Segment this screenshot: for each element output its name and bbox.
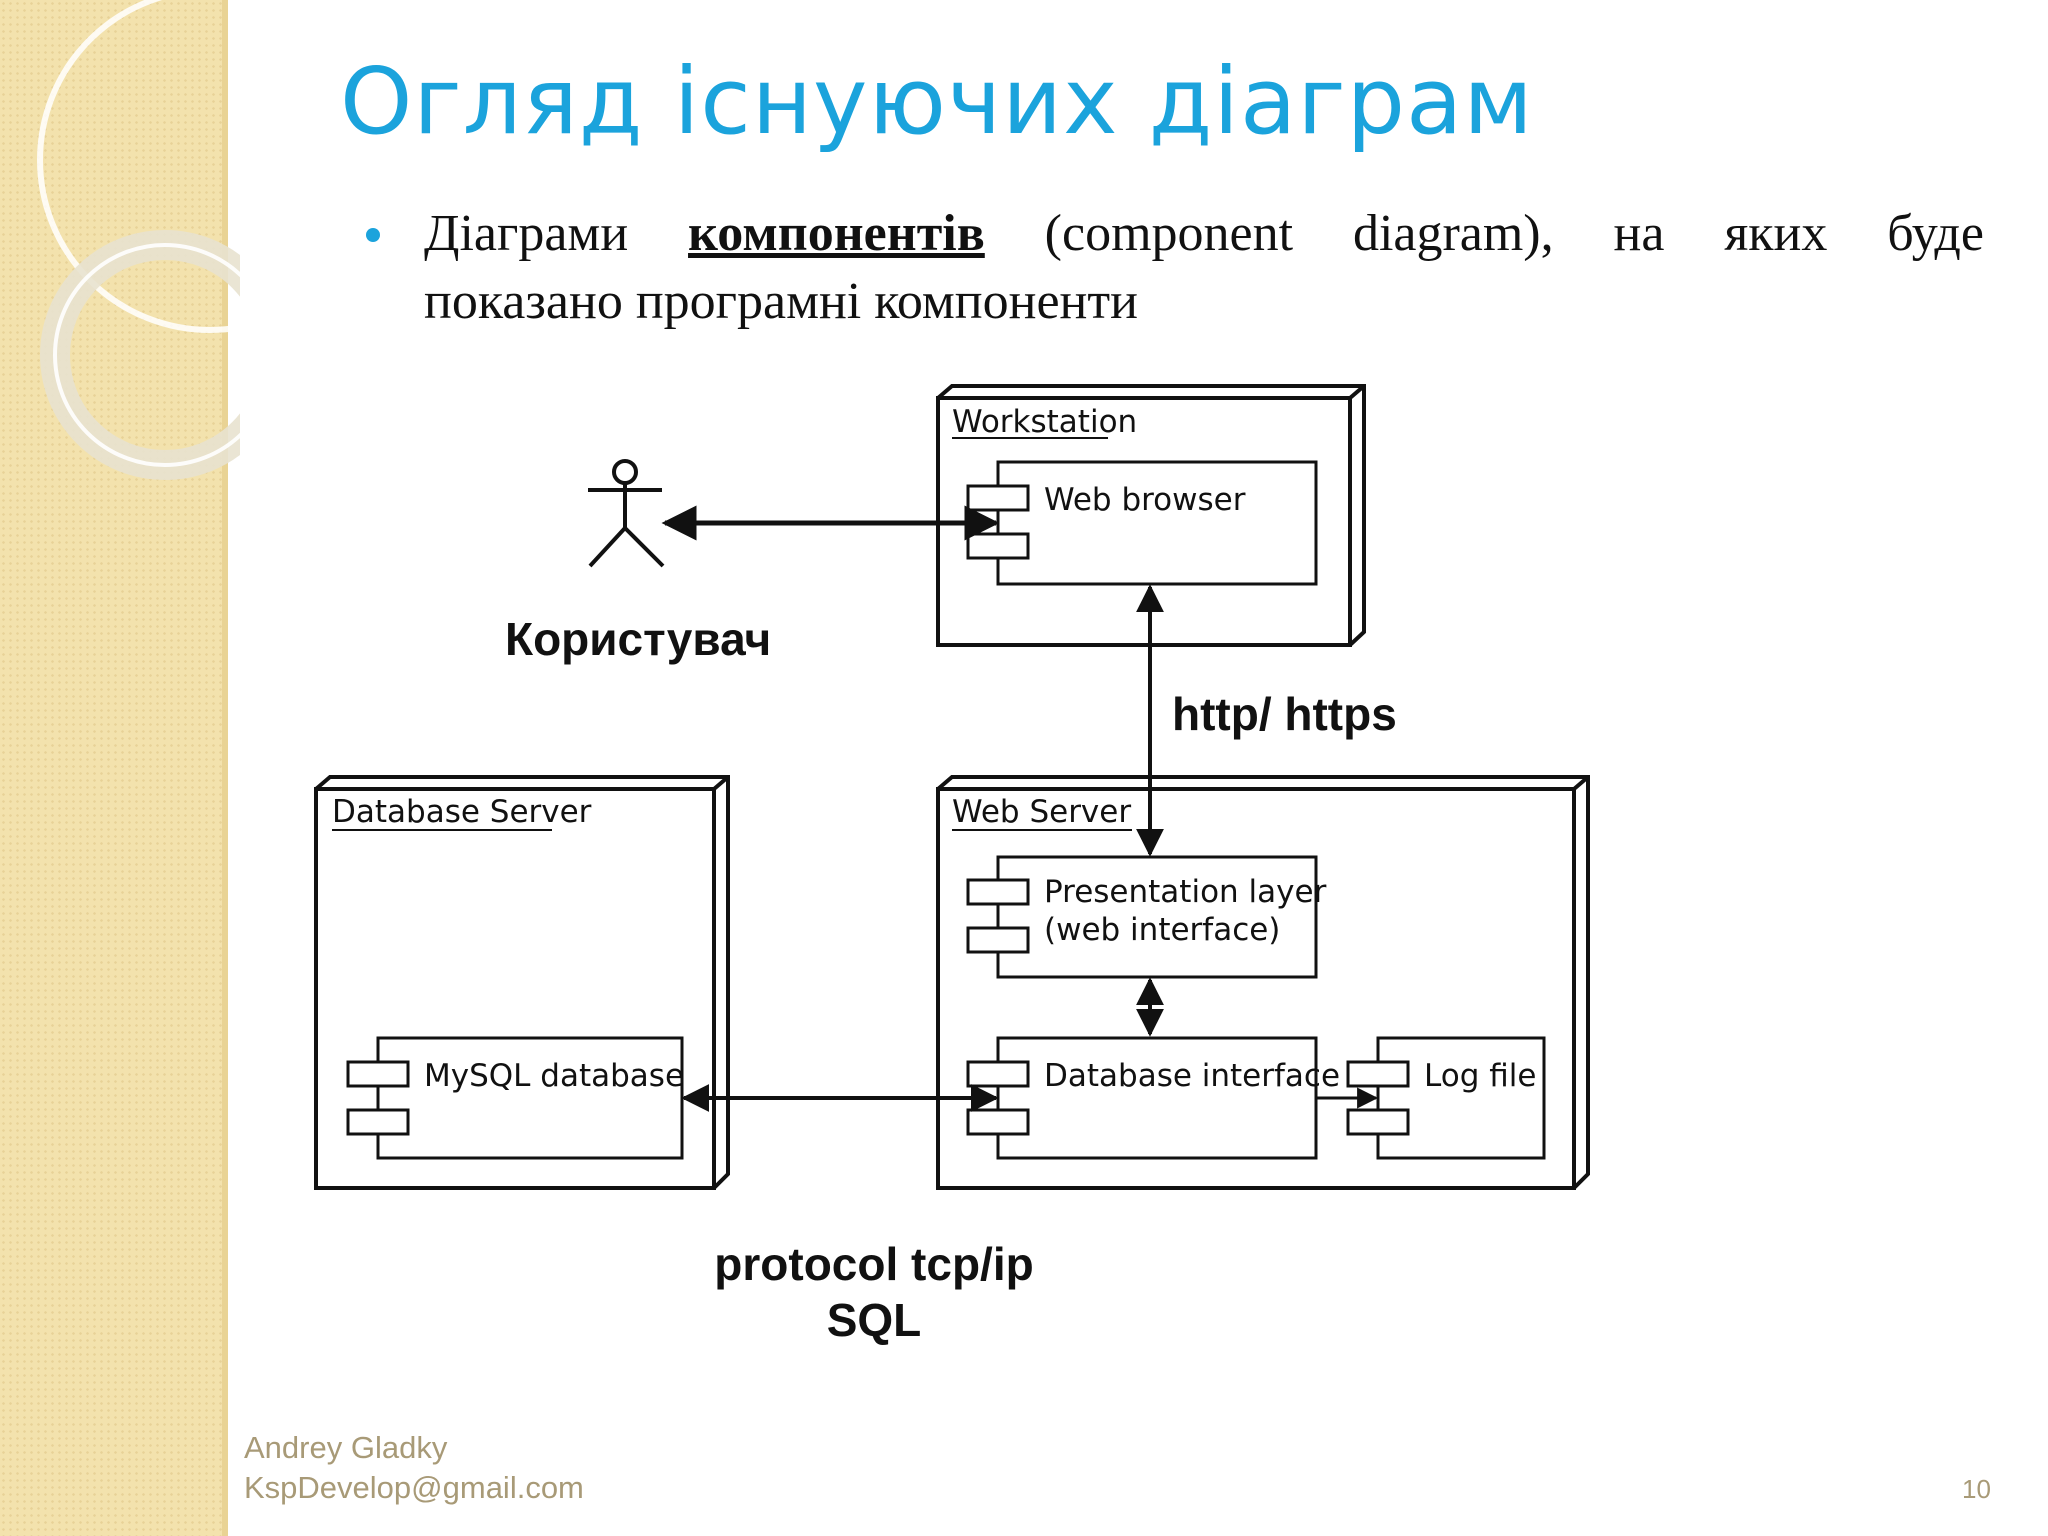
sidebar-edge (222, 0, 228, 1536)
bullet-word: diagram), (1352, 205, 1554, 262)
bullet-word: буде (1887, 205, 1984, 262)
component-database-interface (966, 1036, 1318, 1160)
bullet-word: (component (1044, 205, 1294, 262)
component-presentation-layer (966, 855, 1318, 979)
bullet-line-2: показано програмні компоненти (424, 273, 1138, 330)
component-log-file (1346, 1036, 1546, 1160)
decorative-circles (37, 0, 240, 480)
tcp-edge-label-line2: SQL (827, 1294, 922, 1346)
bullet-word: яких (1724, 205, 1828, 262)
user-actor-icon (588, 459, 665, 568)
component-mysql-database (346, 1036, 684, 1160)
bullet-line-1: Діаграми компонентів (component diagram)… (424, 200, 1984, 268)
workstation-label: Workstation (952, 404, 1137, 440)
log-file-label: Log file (1424, 1058, 1536, 1094)
database-interface-label: Database interface (1044, 1058, 1340, 1094)
bullet-bold-word: компонентів (688, 205, 985, 262)
presentation-label-line1: Presentation layer (1044, 874, 1327, 910)
mysql-database-label: MySQL database (424, 1058, 684, 1094)
bullet-dot (366, 228, 380, 242)
web-browser-label: Web browser (1044, 482, 1246, 518)
tcp-edge-label-line1: protocol tcp/ip (714, 1238, 1033, 1290)
http-edge-label: http/ https (1172, 688, 1397, 740)
bullet-word: на (1613, 205, 1665, 262)
author-name: Andrey Gladky (244, 1430, 448, 1465)
slide-title: Огляд існуючих діаграм (340, 48, 1534, 155)
actor-label: Користувач (505, 613, 771, 665)
author-email: KspDevelop@gmail.com (244, 1470, 584, 1505)
bullet-text: Діаграми компонентів (component diagram)… (424, 200, 1984, 336)
presentation-label-line2: (web interface) (1044, 912, 1280, 948)
bullet-word: Діаграми (424, 205, 629, 262)
web-server-label: Web Server (952, 794, 1131, 830)
page-number: 10 (1962, 1474, 1991, 1504)
footer-author: Andrey Gladky KspDevelop@gmail.com (244, 1428, 584, 1508)
database-server-label: Database Server (332, 794, 592, 830)
component-web-browser (966, 460, 1318, 586)
